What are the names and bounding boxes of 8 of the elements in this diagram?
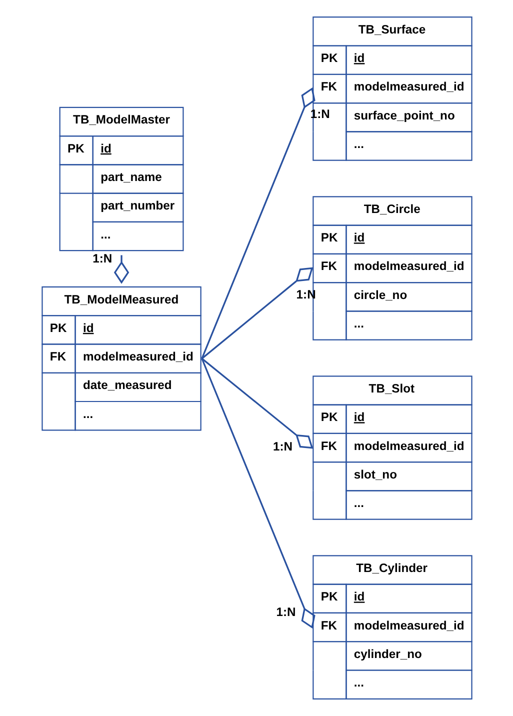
connector <box>113 255 129 284</box>
edge-label: 1:N <box>272 439 292 454</box>
connector <box>200 267 313 360</box>
connector <box>200 87 315 359</box>
edge-label: 1:N <box>276 604 296 619</box>
connector <box>200 358 313 449</box>
edge-label: 1:N <box>92 251 112 266</box>
connector <box>200 358 315 629</box>
